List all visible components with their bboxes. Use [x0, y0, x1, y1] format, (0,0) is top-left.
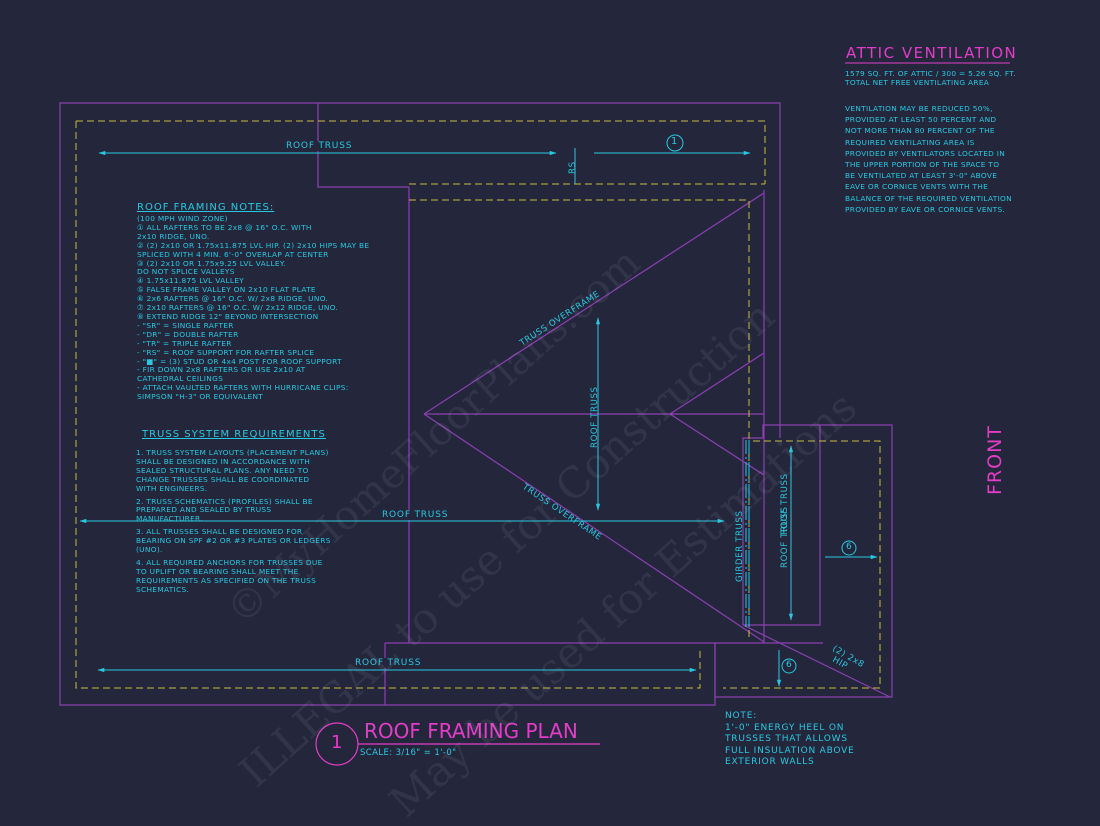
truss-req-line: MANUFACTURER. — [136, 514, 203, 524]
detail-tags — [666, 134, 857, 674]
label-girder-truss: GIRDER TRUSS — [735, 510, 745, 582]
roof-note-line: (100 MPH WIND ZONE) — [137, 214, 228, 223]
truss-requirements-title: TRUSS SYSTEM REQUIREMENTS — [142, 429, 326, 440]
roof-note-line: - "TR" = TRIPLE RAFTER — [137, 338, 232, 348]
roof-note-line: ⑦ 2x10 RAFTERS @ 16" O.C. W/ 2x12 RIDGE,… — [137, 303, 339, 313]
attic-body-line: NOT MORE THAN 80 PERCENT OF THE — [845, 126, 995, 136]
attic-body-line: EAVE OR CORNICE VENTS WITH THE — [845, 182, 989, 192]
girder-truss-line — [745, 440, 750, 627]
roof-note-line: - "RS" = ROOF SUPPORT FOR RAFTER SPLICE — [137, 347, 315, 357]
roof-note-line: ⑤ FALSE FRAME VALLEY ON 2x10 FLAT PLATE — [137, 285, 316, 295]
roof-note-line: 2x10 RIDGE, UNO. — [137, 231, 210, 241]
truss-req-line: PREPARED AND SEALED BY TRUSS — [136, 505, 272, 515]
roof-note-line: - FIR DOWN 2x8 RAFTERS OR USE 2x10 AT — [137, 365, 306, 375]
tag-6-circle-right — [841, 540, 857, 556]
truss-req-line: SEALED STRUCTURAL PLANS. ANY NEED TO — [136, 465, 309, 475]
truss-req-line: SHALL BE DESIGNED IN ACCORDANCE WITH — [136, 456, 311, 466]
tag-6-circle-bottom — [781, 658, 797, 674]
attic-ventilation-calc: 1579 SQ. FT. OF ATTIC / 300 = 5.26 SQ. F… — [845, 69, 1016, 88]
label-roof-truss-small: ROOF TRUSS — [780, 473, 790, 535]
label-roof-truss-top: ROOF TRUSS — [283, 141, 356, 151]
attic-calc-sub: TOTAL NET FREE VENTILATING AREA — [845, 77, 990, 87]
attic-ventilation-body: VENTILATION MAY BE REDUCED 50%, PROVIDED… — [845, 103, 1012, 215]
roof-outline — [59, 102, 893, 706]
roof-note-line: CATHEDRAL CEILINGS — [137, 374, 224, 384]
front-label: FRONT — [984, 425, 1006, 495]
title-block-graphics — [315, 62, 1010, 766]
truss-req-line: 4. ALL REQUIRED ANCHORS FOR TRUSSES DUE — [136, 557, 323, 567]
roof-note-line: ⑧ EXTEND RIDGE 12" BEYOND INTERSECTION — [137, 311, 319, 321]
roof-note-line: DO NOT SPLICE VALLEYS — [137, 267, 235, 277]
roof-framing-notes: (100 MPH WIND ZONE) ① ALL RAFTERS TO BE … — [137, 214, 370, 402]
tag-1-circle — [666, 134, 684, 152]
truss-req-line: 2. TRUSS SCHEMATICS (PROFILES) SHALL BE — [136, 496, 313, 506]
attic-body-line: VENTILATION MAY BE REDUCED 50%, — [845, 104, 993, 113]
truss-requirements: 1. TRUSS SYSTEM LAYOUTS (PLACEMENT PLANS… — [136, 448, 331, 595]
roof-note-line: ② (2) 2x10 OR 1.75x11.875 LVL HIP. (2) 2… — [137, 240, 370, 250]
attic-body-line: THE UPPER PORTION OF THE SPACE TO — [845, 160, 1000, 170]
label-roof-truss-vertical: ROOF TRUSS — [590, 386, 600, 448]
truss-arrows — [79, 148, 878, 687]
truss-req-line: CHANGE TRUSSES SHALL BE COORDINATED — [136, 474, 310, 484]
plan-title: ROOF FRAMING PLAN — [364, 719, 578, 743]
roof-note-line: - ATTACH VAULTED RAFTERS WITH HURRICANE … — [137, 383, 349, 393]
truss-req-line: 1. TRUSS SYSTEM LAYOUTS (PLACEMENT PLANS… — [136, 448, 329, 457]
attic-body-line: PROVIDED BY VENTILATORS LOCATED IN — [845, 148, 1006, 158]
truss-req-line: SCHEMATICS. — [136, 584, 190, 594]
roof-note-line: ③ (2) 2x10 OR 1.75x9.25 LVL VALLEY. — [137, 258, 286, 268]
label-roof-truss-middle: ROOF TRUSS — [379, 510, 452, 520]
attic-ventilation-title: ATTIC VENTILATION — [846, 44, 1018, 62]
roof-note-line: SIMPSON "H-3" OR EQUIVALENT — [137, 392, 264, 402]
roof-note-line: - "SR" = SINGLE RAFTER — [137, 320, 234, 330]
plan-number: 1 — [331, 732, 343, 753]
attic-body-line: REQUIRED VENTILATING AREA IS — [845, 137, 975, 147]
label-roof-truss-bottom: ROOF TRUSS — [352, 658, 425, 668]
attic-body-line: PROVIDED AT LEAST 50 PERCENT AND — [845, 115, 997, 125]
tag-1-number: 1 — [671, 136, 678, 147]
truss-req-line: REQUIREMENTS AS SPECIFIED ON THE TRUSS — [136, 575, 317, 585]
roof-note-line: - "DR" = DOUBLE RAFTER — [137, 329, 239, 339]
attic-calc-line: 1579 SQ. FT. OF ATTIC / 300 = 5.26 SQ. F… — [845, 69, 1016, 78]
attic-body-line: BALANCE OF THE REQUIRED VENTILATION — [845, 193, 1012, 203]
truss-req-line: WITH ENGINEERS. — [136, 483, 208, 493]
attic-body-line: BE VENTILATED AT LEAST 3'-0" ABOVE — [845, 171, 998, 181]
roof-note-line: ① ALL RAFTERS TO BE 2x8 @ 16" O.C. WITH — [137, 222, 312, 232]
note-line: NOTE: — [725, 711, 758, 721]
roof-note-line: ⑥ 2x6 RAFTERS @ 16" O.C. W/ 2x8 RIDGE, U… — [137, 294, 329, 304]
note-line: EXTERIOR WALLS — [725, 757, 815, 767]
truss-req-line: (UNO). — [136, 545, 163, 555]
roof-note-line: SPLICED WITH 4 MIN. 6'-0" OVERLAP AT CEN… — [137, 249, 329, 259]
truss-req-line: 3. ALL TRUSSES SHALL BE DESIGNED FOR — [136, 527, 303, 537]
label-roof-truss-right: ROOF TRUSS — [780, 506, 790, 568]
tag-6-number-right: 6 — [846, 542, 852, 552]
roof-note-line: ④ 1.75x11.875 LVL VALLEY — [137, 276, 245, 286]
roof-framing-notes-title: ROOF FRAMING NOTES: — [137, 202, 275, 213]
attic-body-line: PROVIDED BY EAVE OR CORNICE VENTS. — [845, 204, 1006, 214]
plan-scale: SCALE: 3/16" = 1'-0" — [360, 748, 457, 758]
note-line: FULL INSULATION ABOVE — [725, 745, 855, 756]
energy-heel-note: NOTE: 1'-0" ENERGY HEEL ON TRUSSES THAT … — [725, 711, 855, 769]
roof-note-line: - "■" = (3) STUD OR 4x4 POST FOR ROOF SU… — [137, 356, 342, 366]
note-line: TRUSSES THAT ALLOWS — [725, 734, 848, 744]
note-line: 1'-0" ENERGY HEEL ON — [725, 722, 845, 733]
truss-req-line: TO UPLIFT OR BEARING SHALL MEET THE — [136, 566, 299, 576]
label-rs: RS — [568, 161, 578, 174]
truss-req-line: BEARING ON SPF #2 OR #3 PLATES OR LEDGER… — [136, 536, 331, 546]
tag-6-number-bottom: 6 — [786, 660, 792, 670]
